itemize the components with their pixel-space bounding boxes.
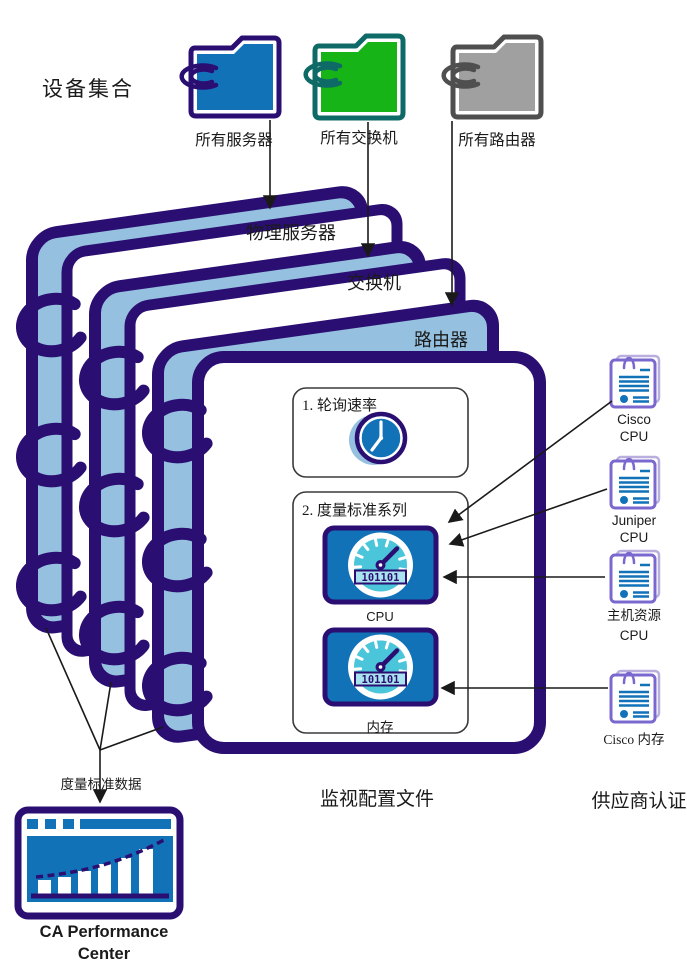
folder-all-routers [441, 34, 544, 120]
gauge-odometer-value: 101101 [362, 572, 400, 584]
doc-clip-icon [622, 356, 636, 370]
metric-data-join-lines [45, 627, 164, 751]
folder-fill [459, 43, 535, 111]
binder-tab-physical-servers: 物理服务器 [246, 223, 336, 243]
folder-clip-icon [179, 63, 219, 90]
metric-data-label: 度量标准数据 [61, 777, 142, 792]
window-titlebar [80, 819, 171, 829]
ring [79, 600, 150, 666]
doc-clip-icon [622, 551, 636, 565]
cert-juniper-cpu-line2: CPU [620, 530, 649, 545]
memory-gauge-icon: 101101 [322, 627, 439, 707]
folder-all-servers-label: 所有服务器 [195, 131, 273, 149]
polling-rate-label: 1. 轮询速率 [302, 397, 377, 414]
gauge-ticks [353, 640, 408, 674]
folder-all-servers [179, 35, 282, 119]
folder-all-switches [303, 33, 406, 121]
folder-clip-icon [303, 61, 343, 88]
binder-rings [16, 292, 213, 717]
clock-hub [378, 435, 384, 441]
gauge-hub-dot [378, 563, 383, 567]
arrow-cisco-cpu-to-gauge [447, 400, 613, 523]
metric-family-label: 2. 度量标准系列 [302, 502, 407, 519]
doc-text-lines [619, 683, 650, 718]
ca-performance-center-icon [14, 806, 184, 920]
chart-bar [98, 864, 111, 894]
doc-text-lines [619, 469, 650, 504]
window-button [63, 819, 74, 829]
chart-bar [139, 849, 153, 894]
ring [142, 651, 213, 717]
doc-text-lines [619, 368, 650, 403]
product-name-line1: CA Performance [40, 923, 169, 941]
vendor-cert-caption: 供应商认证 [591, 790, 686, 812]
ring [142, 527, 213, 593]
cert-cisco-cpu-line1: Cisco [617, 412, 651, 427]
folder-all-routers-label: 所有路由器 [458, 131, 536, 149]
cert-doc-juniper-cpu [609, 455, 661, 510]
monitoring-profile-caption: 监视配置文件 [320, 788, 434, 810]
metric-family-box: 2. 度量标准系列 101101 CPU 101101 内存 [292, 491, 469, 735]
polling-rate-box: 1. 轮询速率 [292, 387, 469, 478]
binder-tab-routers: 路由器 [414, 330, 468, 350]
gauge-odometer-value: 101101 [362, 674, 400, 686]
cpu-gauge-label: CPU [366, 609, 393, 624]
chart-bar [58, 877, 71, 894]
chart-trend-line [35, 837, 167, 879]
folder-fill [321, 42, 397, 112]
memory-gauge-label: 内存 [367, 720, 394, 735]
window-button [27, 819, 38, 829]
doc-seal [620, 395, 628, 403]
gauge-ticks [353, 538, 408, 572]
folder-all-switches-label: 所有交换机 [320, 129, 398, 147]
folder-clip-icon [441, 62, 481, 89]
cert-doc-cisco-cpu [609, 354, 661, 409]
doc-seal [620, 590, 628, 598]
ring [142, 398, 213, 464]
arrow-juniper-cpu-to-gauge [448, 488, 608, 547]
gauge-odometer [354, 671, 407, 687]
ring [16, 422, 87, 488]
clock-hands [370, 420, 383, 452]
chart-bar [38, 880, 51, 894]
window-button [45, 819, 56, 829]
cert-cisco-cpu-line2: CPU [620, 429, 649, 444]
chart-bar [78, 871, 91, 894]
cert-host-resources-line2: CPU [620, 628, 649, 643]
folder-fill [197, 44, 273, 110]
clock-icon [349, 411, 408, 465]
doc-seal [620, 710, 628, 718]
clock-rim [359, 416, 403, 460]
doc-clip-icon [622, 457, 636, 471]
cert-doc-host-resources-cpu [609, 549, 661, 604]
chart-bar [118, 858, 131, 894]
cert-cisco-memory-label: Cisco 内存 [603, 732, 664, 747]
ring [16, 292, 87, 358]
cpu-gauge-icon: 101101 [322, 525, 439, 605]
doc-clip-icon [622, 671, 636, 685]
cert-doc-cisco-memory [609, 669, 661, 724]
ring [16, 551, 87, 617]
cert-host-resources-line1: 主机资源 [607, 608, 661, 623]
ring [79, 472, 150, 538]
gauge-odometer [354, 569, 407, 585]
device-collections-heading: 设备集合 [42, 77, 134, 101]
product-name-line2: Center [78, 945, 131, 963]
doc-text-lines [619, 563, 650, 598]
ring [79, 345, 150, 411]
gauge-hub-dot [378, 665, 383, 669]
doc-seal [620, 496, 628, 504]
binder-tab-switches: 交换机 [347, 273, 401, 293]
cert-juniper-cpu-line1: Juniper [612, 513, 657, 528]
